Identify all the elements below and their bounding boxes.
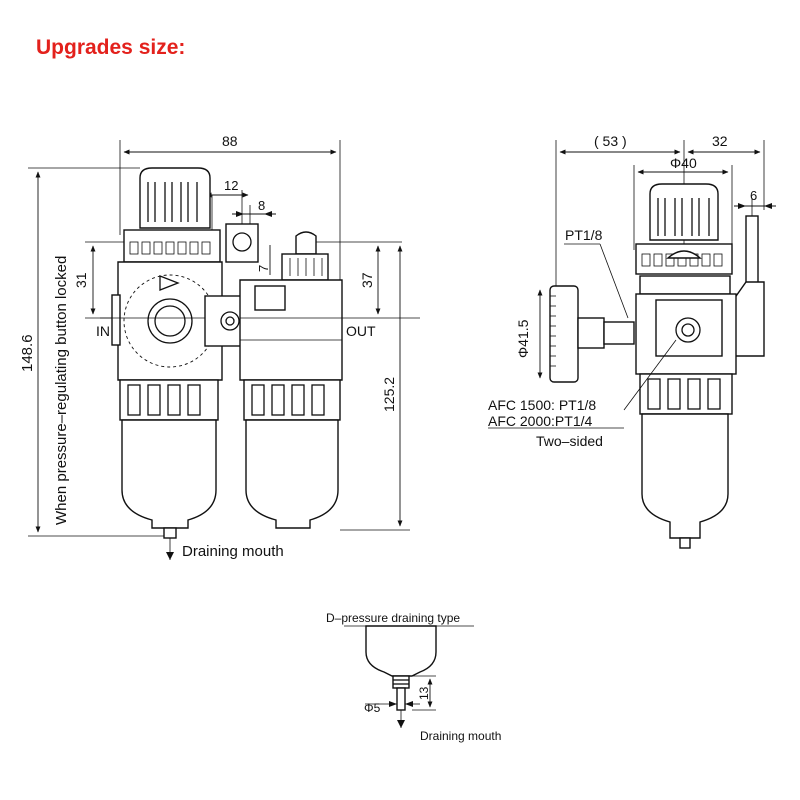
detail-draining-mouth-label: Draining mouth [420,729,501,743]
lubricator-cap [295,231,317,255]
afc1500-thread: AFC 1500: PT1/8 [488,397,596,413]
dimension-37: 37 [359,272,375,288]
filter-bowl [121,419,217,529]
thread-pt1-8: PT1/8 [565,227,603,243]
dimension-phi41-5: Φ41.5 [515,319,531,358]
two-sided-note: Two–sided [536,433,603,449]
pressure-gauge [549,285,579,383]
dimension-8: 8 [258,198,265,213]
front-view: 88 12 8 31 7 37 125.2 148.6 When pressur… [19,133,420,560]
dimension-phi5: Φ5 [364,701,381,715]
dimension-125-2: 125.2 [381,377,397,412]
dimension-32: 32 [712,133,728,149]
side-regulator-knob [649,183,719,241]
detail-title: D–pressure draining type [326,611,460,625]
dimension-7: 7 [256,265,271,272]
dimension-53: ( 53 ) [594,133,627,149]
detail-view: D–pressure draining type Φ5 13 Draining … [326,611,501,743]
locked-note: When pressure–regulating button locked [53,256,70,525]
regulator-knob [139,167,211,229]
side-view: ( 53 ) 32 Φ40 6 [488,133,776,549]
dimension-6: 6 [750,188,757,203]
dimension-31: 31 [73,272,89,288]
dimension-13: 13 [417,686,431,700]
dimension-88: 88 [222,133,238,149]
dimension-phi40: Φ40 [670,155,697,171]
side-bowl [641,413,729,539]
dimension-148-6: 148.6 [19,334,36,372]
afc2000-thread: AFC 2000:PT1/4 [488,413,592,429]
port-out-label: OUT [346,323,376,339]
page-title: Upgrades size: [36,36,186,59]
mounting-bracket [745,215,759,287]
port-in-label: IN [96,323,110,339]
draining-mouth-label: Draining mouth [182,543,284,560]
lubricator-bowl [245,419,339,529]
dimension-12: 12 [224,178,238,193]
detail-bowl [365,625,437,677]
